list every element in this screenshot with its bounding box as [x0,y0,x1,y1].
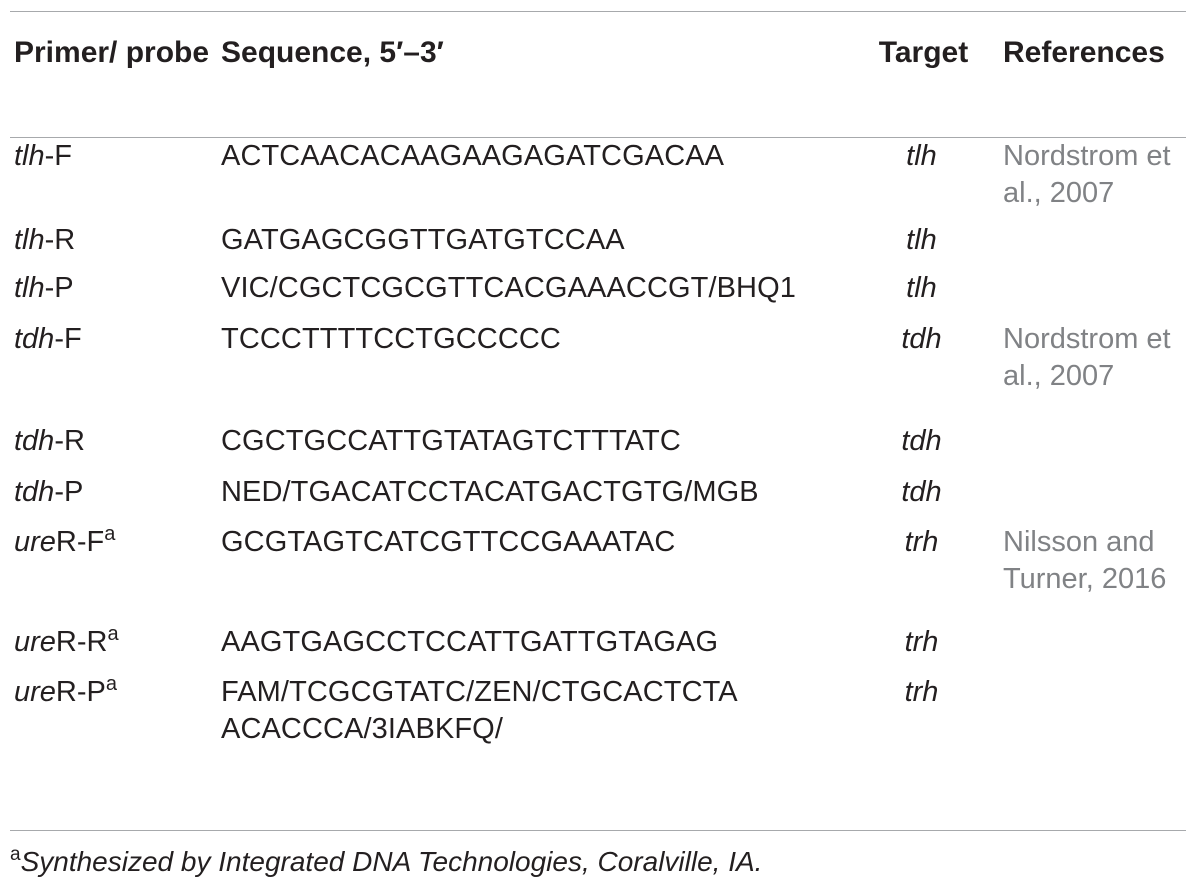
reference-cell [999,614,1186,666]
bottom-rule [10,830,1186,831]
table-row: tlh-F ACTCAACACAAGAAGAGATCGACAA tlh Nord… [10,115,1186,212]
table-row: tlh-R GATGAGCGGTTGATGTCCAA tlh [10,212,1186,264]
header-target: Target [878,36,969,69]
target-cell: tdh [901,323,942,355]
sequence-cell: GCGTAGTCATCGTTCCGAAATAC [221,526,676,558]
primer-name: ureR-Fa [14,523,116,558]
primer-table: Primer/ probe Sequence, 5′–3′ Target Ref… [10,12,1186,763]
target-cell: tdh [901,425,942,457]
target-cell: tdh [901,476,942,508]
header-rule [10,137,1186,138]
primer-name: tlh-P [14,272,74,304]
header-sequence: Sequence, 5′–3′ [221,36,444,69]
primer-name: tdh-F [14,323,82,355]
table-row: tdh-P NED/TGACATCCTACATGACTGTG/MGB tdh [10,465,1186,517]
reference-cell [999,666,1186,763]
sequence-cell: NED/TGACATCCTACATGACTGTG/MGB [221,476,759,508]
table-row: tlh-P VIC/CGCTCGCGTTCACGAAACCGT/BHQ1 tlh [10,264,1186,316]
target-cell: trh [904,676,939,708]
primer-name: ureR-Ra [14,623,119,658]
reference-cell: Nordstrom et al., 2007 [1003,323,1171,392]
table-row: ureR-Ra AAGTGAGCCTCCATTGATTGTAGAG trh [10,614,1186,666]
sequence-cell: VIC/CGCTCGCGTTCACGAAACCGT/BHQ1 [221,272,796,304]
reference-cell [999,212,1186,264]
sequence-cell: TCCCTTTTCCTGCCCCC [221,323,561,355]
primer-name: tlh-R [14,224,76,256]
target-cell: trh [904,526,939,558]
reference-cell [999,413,1186,465]
target-cell: tlh [906,224,937,256]
sequence-cell: GATGAGCGGTTGATGTCCAA [221,224,625,256]
sequence-cell: AAGTGAGCCTCCATTGATTGTAGAG [221,626,719,658]
top-rule [10,11,1186,12]
primer-name: tlh-F [14,140,73,172]
table-row: tdh-R CGCTGCCATTGTATAGTCTTTATC tdh [10,413,1186,465]
reference-cell: Nordstrom et al., 2007 [1003,140,1171,209]
header-references: References [1003,36,1165,69]
footnote-mark: a [10,844,21,865]
table-footnote: aSynthesized by Integrated DNA Technolog… [10,844,762,880]
primer-name: ureR-Pa [14,673,117,708]
table-row: ureR-Fa GCGTAGTCATCGTTCCGAAATAC trh Nils… [10,517,1186,614]
target-cell: tlh [906,140,937,172]
footnote-text: Synthesized by Integrated DNA Technologi… [20,846,763,877]
reference-cell [999,264,1186,316]
primer-name: tdh-R [14,425,85,457]
header-primer-probe: Primer/ probe [14,36,210,69]
sequence-cell: CGCTGCCATTGTATAGTCTTTATC [221,425,681,457]
primer-name: tdh-P [14,476,84,508]
target-cell: tlh [906,272,937,304]
sequence-cell: ACTCAACACAAGAAGAGATCGACAA [221,140,725,172]
sequence-cell: FAM/TCGCGTATC/ZEN/CTGCACTCTA ACACCCA/3IA… [221,676,737,745]
target-cell: trh [904,626,939,658]
header-row: Primer/ probe Sequence, 5′–3′ Target Ref… [10,12,1186,115]
reference-cell [999,465,1186,517]
reference-cell: Nilsson and Turner, 2016 [1003,526,1167,595]
table-row: ureR-Pa FAM/TCGCGTATC/ZEN/CTGCACTCTA ACA… [10,666,1186,763]
table-row: tdh-F TCCCTTTTCCTGCCCCC tdh Nordstrom et… [10,316,1186,413]
